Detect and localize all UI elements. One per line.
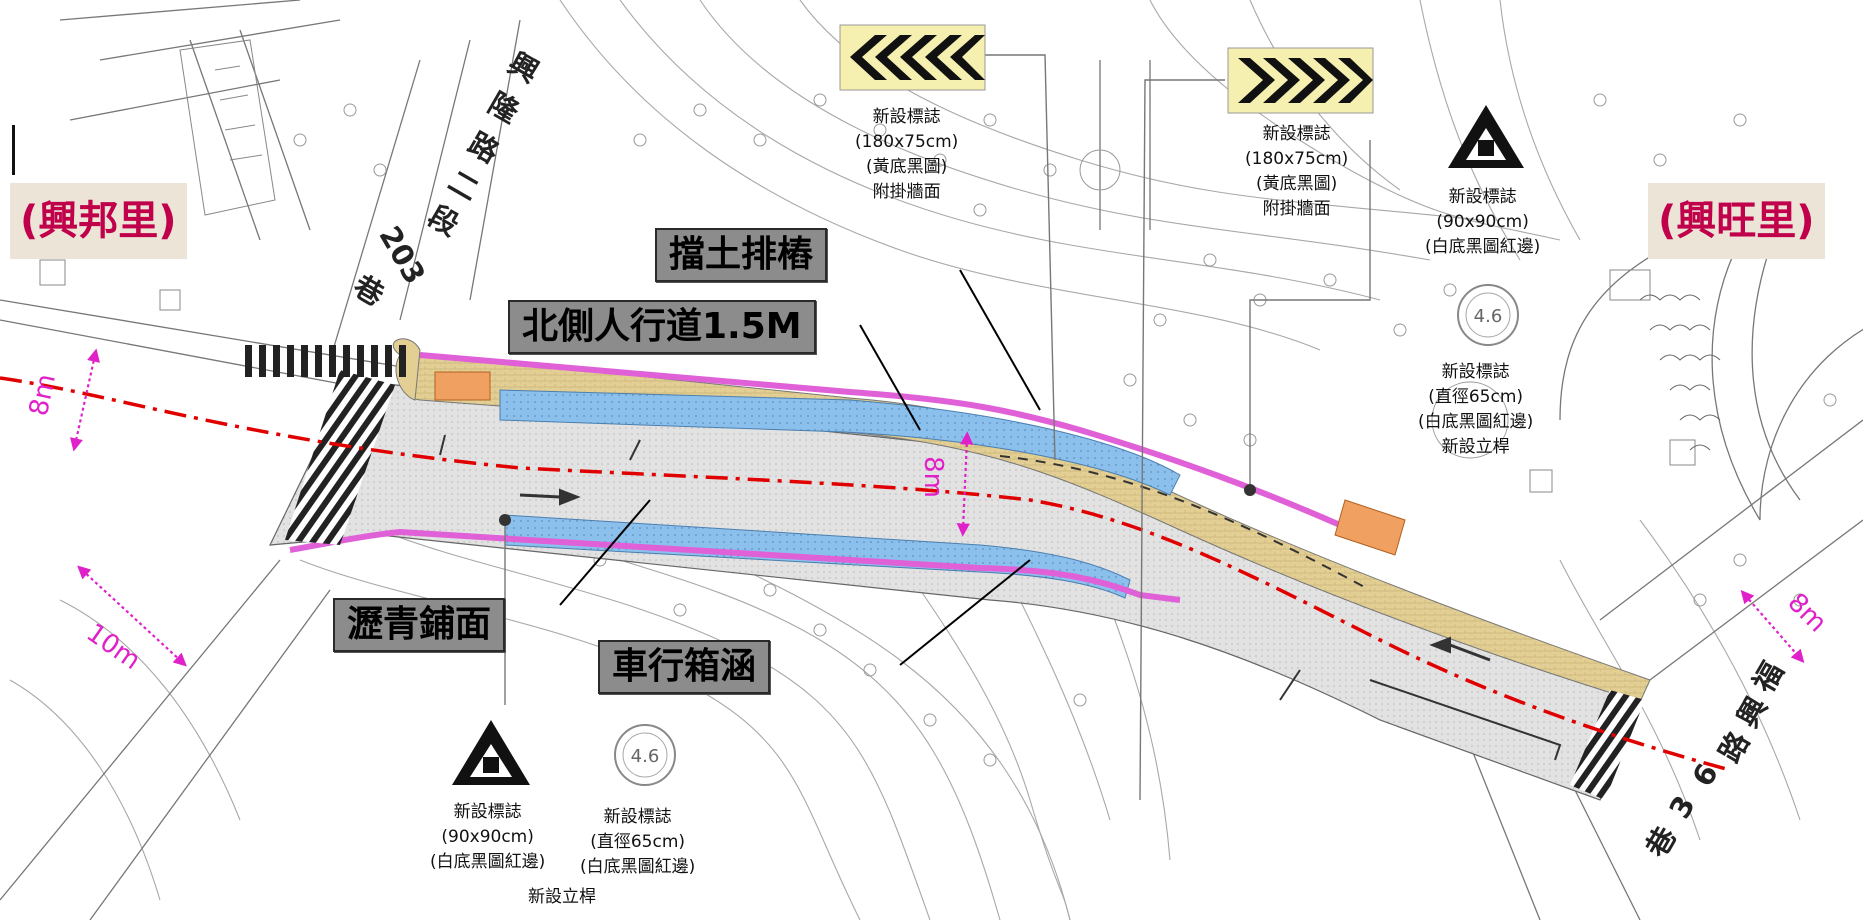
note-line: 新設標誌 bbox=[1441, 362, 1510, 382]
sign-post-marker-left bbox=[499, 514, 511, 526]
note-line: 附掛牆面 bbox=[1262, 199, 1331, 219]
pole-bottom-note: 新設立桿 bbox=[528, 887, 596, 907]
round-sign-right bbox=[1457, 284, 1519, 346]
note-line: 新設立桿 bbox=[1441, 437, 1510, 457]
right-crosswalk bbox=[1570, 690, 1645, 800]
note-line: (180x75cm) bbox=[855, 132, 959, 152]
warning-right-note: 新設標誌 (90x90cm) (白底黑圖紅邊) bbox=[1425, 185, 1540, 260]
round-sign-bottom-value: 4.6 bbox=[631, 746, 660, 767]
note-line: (白底黑圖紅邊) bbox=[430, 852, 546, 872]
note-line: 新設標誌 bbox=[1448, 187, 1517, 207]
warning-bottom-note: 新設標誌 (90x90cm) (白底黑圖紅邊) bbox=[430, 800, 545, 875]
note-line: 附掛牆面 bbox=[872, 182, 941, 202]
right-orange-pad bbox=[1334, 499, 1406, 556]
note-line: (白底黑圖紅邊) bbox=[1425, 237, 1541, 257]
left-crosswalk bbox=[285, 370, 395, 545]
box-culvert-label: 車行箱涵 bbox=[598, 640, 771, 694]
sign-leader-lines bbox=[504, 54, 1371, 801]
note-line: (90x90cm) bbox=[441, 827, 534, 847]
left-orange-pad bbox=[434, 371, 491, 401]
note-line: (直徑65cm) bbox=[1428, 387, 1524, 407]
district-right-label: (興旺里) bbox=[1648, 183, 1825, 259]
round-bottom-note: 新設標誌 (直徑65cm) (白底黑圖紅邊) bbox=[580, 805, 695, 880]
center-width-dimension: 8m bbox=[917, 456, 948, 498]
north-culvert-strip bbox=[499, 389, 1181, 496]
note-line: (直徑65cm) bbox=[590, 832, 686, 852]
note-line: (白底黑圖紅邊) bbox=[580, 857, 696, 877]
edge-marker bbox=[12, 125, 15, 175]
sign-post-marker bbox=[1244, 484, 1256, 496]
chevron-right-note: 新設標誌 (180x75cm) (黃底黑圖) 附掛牆面 bbox=[1245, 122, 1348, 222]
note-line: 新設標誌 bbox=[872, 107, 941, 127]
road-centerline bbox=[0, 376, 1731, 772]
round-sign-bottom bbox=[614, 724, 676, 786]
warning-sign-right bbox=[1448, 105, 1524, 168]
north-sidewalk-label: 北側人行道1.5M bbox=[508, 300, 816, 354]
chevron-right-sign bbox=[1227, 47, 1374, 114]
leader-lines bbox=[559, 269, 1041, 666]
retaining-piles-label: 擋土排樁 bbox=[655, 228, 828, 282]
asphalt-label: 瀝青鋪面 bbox=[333, 598, 506, 652]
rock-slope bbox=[1639, 294, 1721, 451]
note-line: (黃底黑圖) bbox=[1256, 174, 1338, 194]
chevron-left-sign bbox=[839, 24, 986, 91]
district-left-label: (興邦里) bbox=[10, 183, 187, 259]
note-line: (90x90cm) bbox=[1436, 212, 1529, 232]
lane-markings bbox=[439, 434, 1562, 761]
warning-sign-bottom bbox=[452, 720, 530, 785]
chevron-left-note: 新設標誌 (180x75cm) (黃底黑圖) 附掛牆面 bbox=[855, 105, 958, 205]
note-line: (黃底黑圖) bbox=[866, 157, 948, 177]
note-line: 新設標誌 bbox=[453, 802, 522, 822]
note-line: (白底黑圖紅邊) bbox=[1418, 412, 1534, 432]
round-sign-right-value: 4.6 bbox=[1474, 306, 1503, 327]
dimension-arrows bbox=[69, 348, 1805, 667]
note-line: 新設標誌 bbox=[1262, 124, 1331, 144]
note-line: (180x75cm) bbox=[1245, 149, 1349, 169]
top-left-crosswalk bbox=[245, 345, 406, 377]
note-line: 新設標誌 bbox=[603, 807, 672, 827]
round-right-note: 新設標誌 (直徑65cm) (白底黑圖紅邊) 新設立桿 bbox=[1418, 360, 1533, 460]
